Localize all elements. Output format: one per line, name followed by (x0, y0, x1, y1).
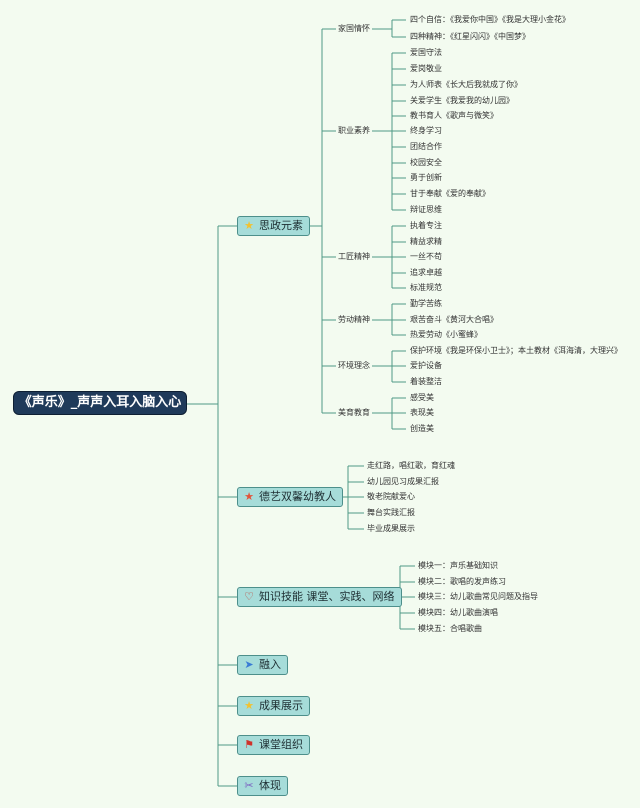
leaf-item[interactable]: 感受美 (410, 393, 434, 402)
leaf-item[interactable]: 团结合作 (410, 142, 442, 151)
sub-topic-zhiye[interactable]: 职业素养 (336, 125, 372, 136)
leaf-item[interactable]: 爱岗敬业 (410, 64, 442, 73)
leaf-item[interactable]: 勇于创新 (410, 173, 442, 182)
sub-topic-meiyu[interactable]: 美育教育 (336, 407, 372, 418)
star-icon: ★ (244, 699, 254, 712)
leaf-item[interactable]: 幼儿园见习成果汇报 (367, 477, 439, 486)
leaf-item[interactable]: 舞台实践汇报 (367, 508, 415, 517)
leaf-item[interactable]: 爱国守法 (410, 48, 442, 57)
paper-plane-icon: ➤ (244, 658, 254, 671)
branch-zhishi[interactable]: ♡ 知识技能 课堂、实践、网络 (237, 587, 402, 607)
branch-label: 思政元素 (259, 219, 303, 232)
leaf-item[interactable]: 走红路，唱红歌，育红魂 (367, 461, 455, 470)
leaf-item[interactable]: 着装整洁 (410, 377, 442, 386)
leaf-item[interactable]: 标准规范 (410, 283, 442, 292)
branch-label: 德艺双馨幼教人 (259, 490, 336, 503)
leaf-item[interactable]: 教书育人《歌声与微笑》 (410, 111, 498, 120)
flag-icon: ⚑ (244, 738, 254, 751)
leaf-item[interactable]: 四个自信：《我爱你中国》《我是大理小金花》 (410, 15, 570, 24)
leaf-item[interactable]: 为人师表《长大后我就成了你》 (410, 80, 522, 89)
leaf-item[interactable]: 热爱劳动《小蜜蜂》 (410, 330, 482, 339)
leaf-item[interactable]: 终身学习 (410, 126, 442, 135)
branch-sizheng[interactable]: ★ 思政元素 (237, 216, 310, 236)
branch-rongru[interactable]: ➤ 融入 (237, 655, 288, 675)
tools-icon: ✂ (244, 779, 254, 792)
leaf-item[interactable]: 模块四：幼儿歌曲演唱 (418, 608, 498, 617)
leaf-item[interactable]: 毕业成果展示 (367, 524, 415, 533)
branch-deyi[interactable]: ★ 德艺双馨幼教人 (237, 487, 343, 507)
branch-tixian[interactable]: ✂ 体现 (237, 776, 288, 796)
leaf-item[interactable]: 甘于奉献《爱的奉献》 (410, 189, 490, 198)
sub-topic-huanjing[interactable]: 环境理念 (336, 360, 372, 371)
leaf-item[interactable]: 敬老院献爱心 (367, 492, 415, 501)
sub-topic-gongjiang[interactable]: 工匠精神 (336, 251, 372, 262)
root-topic[interactable]: 《声乐》_声声入耳入脑入心 (13, 391, 187, 415)
leaf-item[interactable]: 辩证思维 (410, 205, 442, 214)
leaf-item[interactable]: 艰苦奋斗《黄河大合唱》 (410, 315, 498, 324)
branch-label: 成果展示 (259, 699, 303, 712)
leaf-item[interactable]: 爱护设备 (410, 361, 442, 370)
leaf-item[interactable]: 勤学苦练 (410, 299, 442, 308)
branch-label: 课堂组织 (259, 738, 303, 751)
leaf-item[interactable]: 模块三：幼儿歌曲常见问题及指导 (418, 592, 538, 601)
sub-topic-jiaguo[interactable]: 家国情怀 (336, 23, 372, 34)
branch-label: 知识技能 课堂、实践、网络 (259, 590, 395, 603)
leaf-item[interactable]: 执着专注 (410, 221, 442, 230)
leaf-item[interactable]: 模块一：声乐基础知识 (418, 561, 498, 570)
leaf-item[interactable]: 校园安全 (410, 158, 442, 167)
star-icon: ★ (244, 219, 254, 232)
leaf-item[interactable]: 模块二：歌唱的发声练习 (418, 577, 506, 586)
leaf-item[interactable]: 精益求精 (410, 237, 442, 246)
sub-topic-laodong[interactable]: 劳动精神 (336, 314, 372, 325)
leaf-item[interactable]: 表现美 (410, 408, 434, 417)
branch-chengguo[interactable]: ★ 成果展示 (237, 696, 310, 716)
leaf-item[interactable]: 四种精神：《红星闪闪》《中国梦》 (410, 32, 530, 41)
leaf-item[interactable]: 创造美 (410, 424, 434, 433)
leaf-item[interactable]: 追求卓越 (410, 268, 442, 277)
heart-icon: ♡ (244, 590, 254, 603)
leaf-item[interactable]: 一丝不苟 (410, 252, 442, 261)
star-icon: ★ (244, 490, 254, 503)
leaf-item[interactable]: 保护环境《我是环保小卫士》；本土教材《洱海清，大理兴》 (410, 346, 622, 355)
branch-ketang[interactable]: ⚑ 课堂组织 (237, 735, 310, 755)
branch-label: 体现 (259, 779, 281, 792)
leaf-item[interactable]: 关爱学生《我爱我的幼儿园》 (410, 96, 514, 105)
branch-label: 融入 (259, 658, 281, 671)
leaf-item[interactable]: 模块五：合唱歌曲 (418, 624, 482, 633)
